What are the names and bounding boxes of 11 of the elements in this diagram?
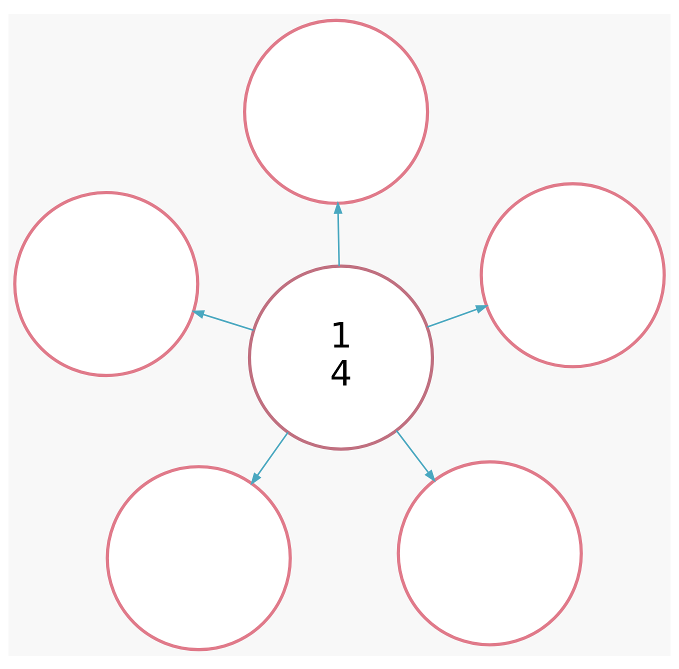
arrow — [427, 304, 489, 328]
node-circle: 1 4 — [248, 264, 434, 450]
arrow — [334, 200, 343, 266]
arrow — [191, 310, 254, 330]
node-circle — [243, 18, 430, 204]
node-circle — [106, 464, 292, 651]
node-circle — [396, 460, 583, 646]
arrow — [396, 430, 436, 482]
node-circle — [13, 190, 200, 377]
arrow — [250, 431, 289, 485]
node-circle — [480, 182, 666, 368]
